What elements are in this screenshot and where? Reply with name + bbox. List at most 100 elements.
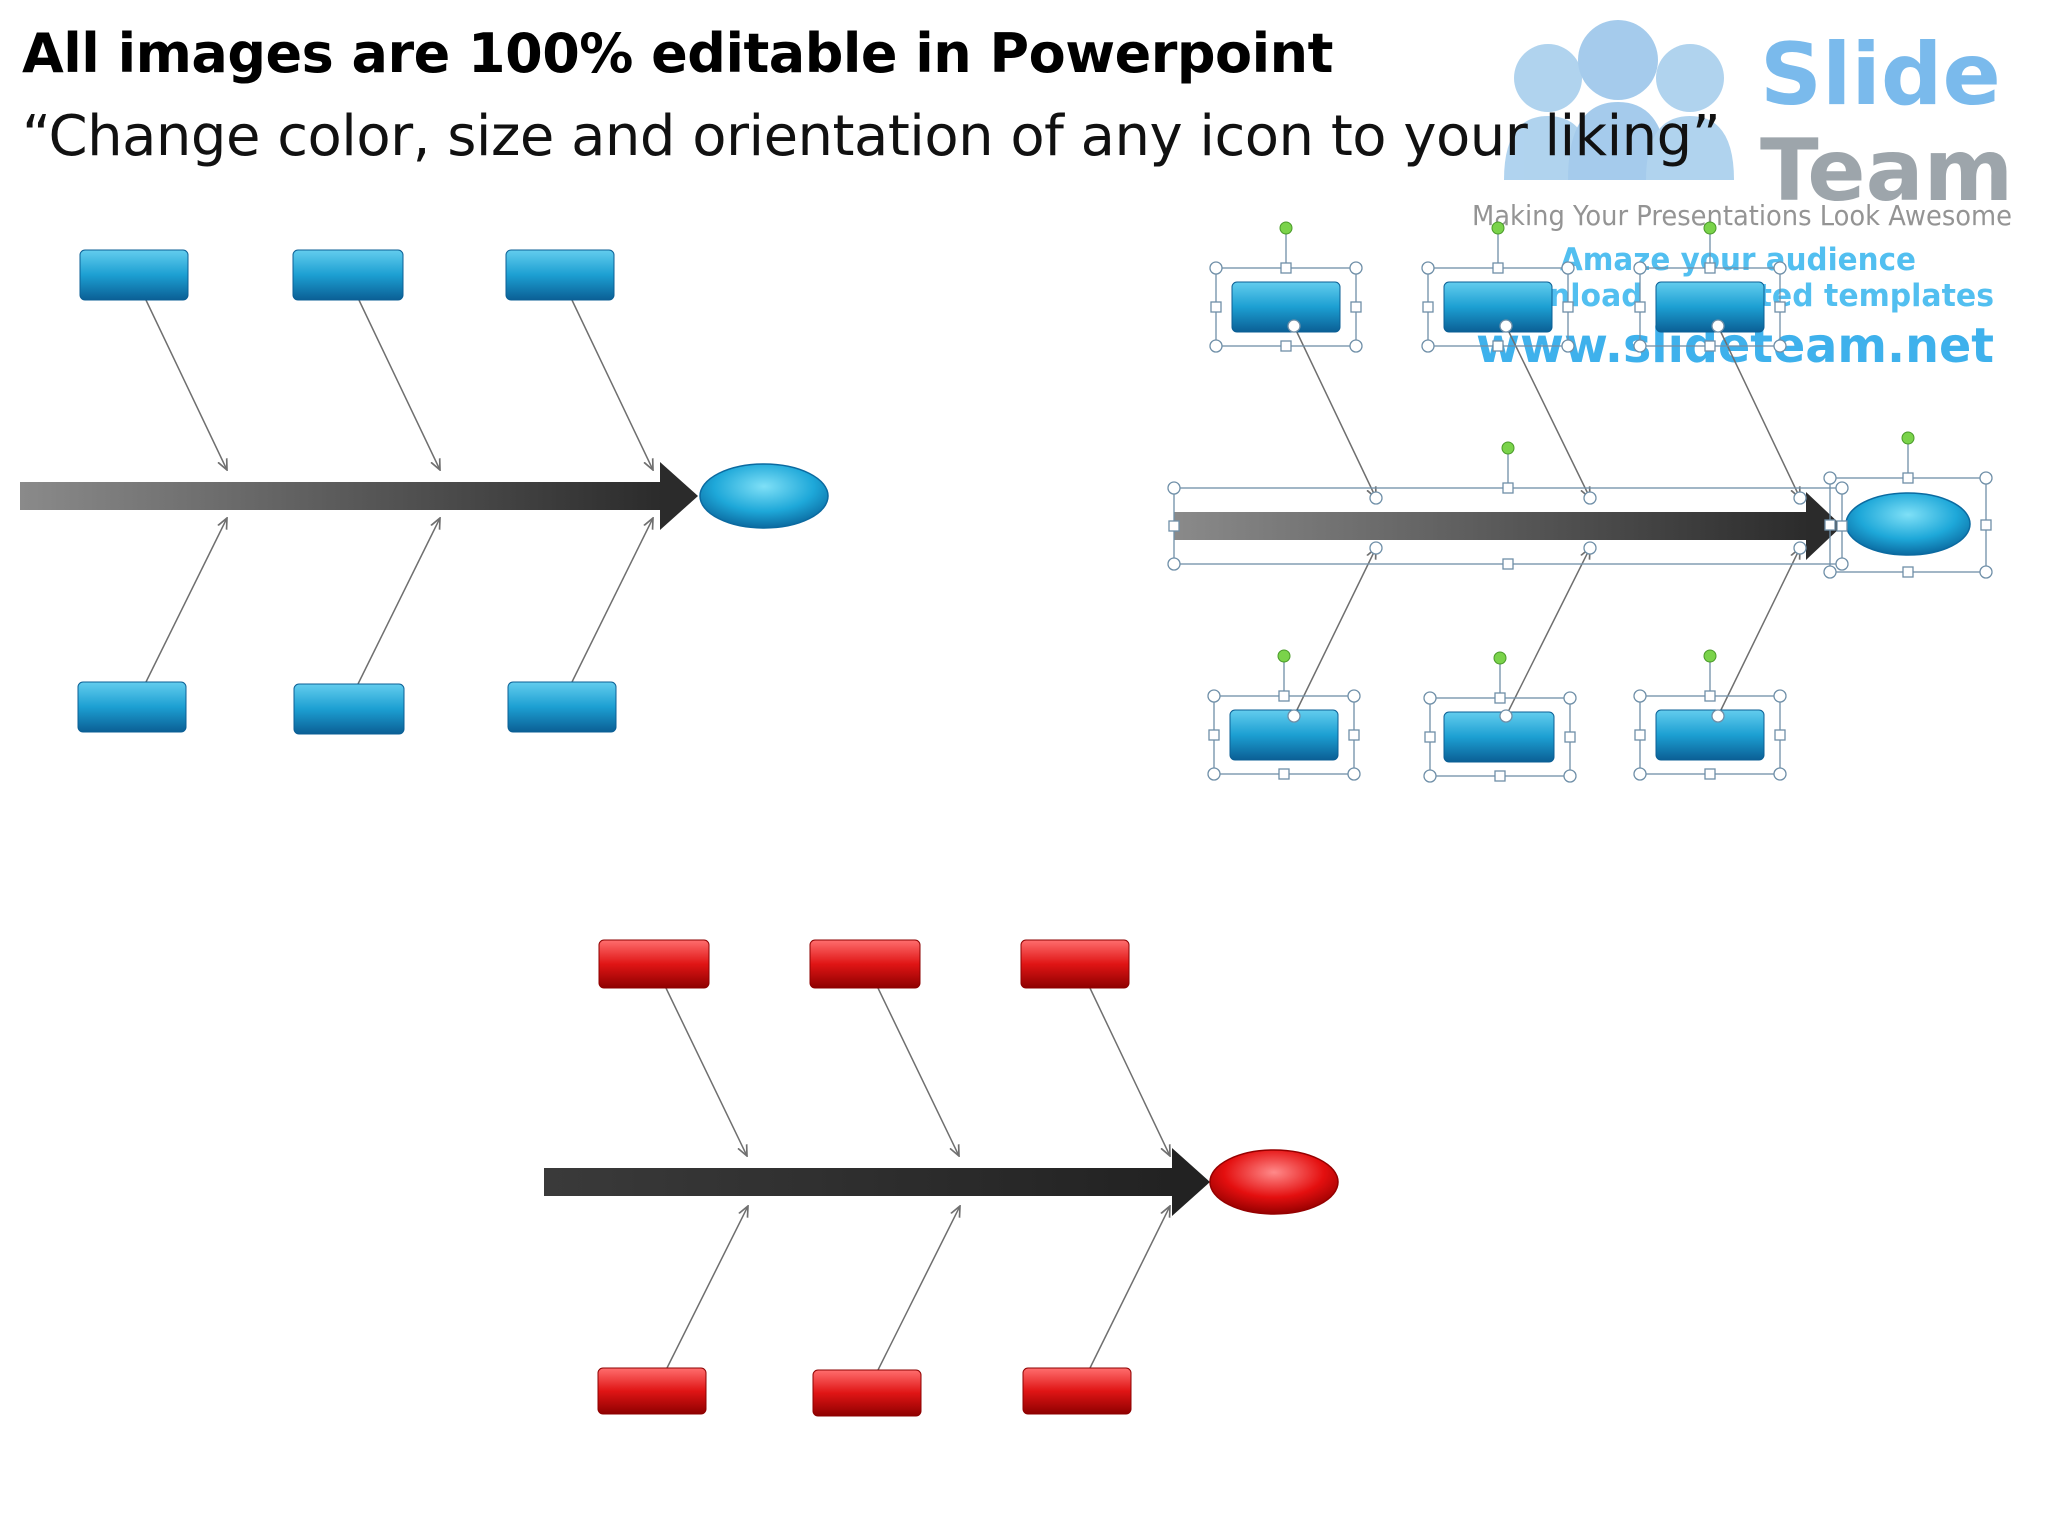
side-resize-handle[interactable] (1424, 731, 1436, 743)
corner-resize-handle[interactable] (1561, 261, 1575, 275)
cause-box-bottom-2[interactable] (1443, 711, 1555, 763)
rotate-handle-icon[interactable] (1277, 649, 1291, 663)
spine-arrow-selected[interactable] (1174, 492, 1842, 560)
side-resize-handle[interactable] (1494, 770, 1506, 782)
connector-point-handle[interactable] (1583, 491, 1597, 505)
side-resize-handle[interactable] (1902, 566, 1914, 578)
corner-resize-handle[interactable] (1633, 767, 1647, 781)
spine-arrow-red[interactable] (544, 1148, 1210, 1216)
side-resize-handle[interactable] (1492, 262, 1504, 274)
cause-box-top-3[interactable] (1655, 281, 1765, 333)
spine-arrow[interactable] (20, 462, 698, 530)
connector-point-handle[interactable] (1583, 541, 1597, 555)
cause-box-bottom-3[interactable] (507, 681, 617, 733)
side-resize-handle[interactable] (1634, 729, 1646, 741)
side-resize-handle[interactable] (1902, 472, 1914, 484)
side-resize-handle[interactable] (1774, 301, 1786, 313)
corner-resize-handle[interactable] (1347, 767, 1361, 781)
connector-point-handle[interactable] (1499, 319, 1513, 333)
side-resize-handle[interactable] (1494, 692, 1506, 704)
cause-box-top-3[interactable] (1020, 939, 1130, 989)
connector-point-handle[interactable] (1287, 319, 1301, 333)
connector-point-handle[interactable] (1499, 709, 1513, 723)
cause-box-top-1[interactable] (79, 249, 189, 301)
connector-point-handle[interactable] (1369, 491, 1383, 505)
side-resize-handle[interactable] (1278, 690, 1290, 702)
side-resize-handle[interactable] (1980, 519, 1992, 531)
corner-resize-handle[interactable] (1347, 689, 1361, 703)
side-resize-handle[interactable] (1350, 301, 1362, 313)
side-resize-handle[interactable] (1492, 340, 1504, 352)
corner-resize-handle[interactable] (1633, 339, 1647, 353)
connector-point-handle[interactable] (1287, 709, 1301, 723)
connector-point-handle[interactable] (1793, 541, 1807, 555)
cause-box-top-1[interactable] (1231, 281, 1341, 333)
corner-resize-handle[interactable] (1349, 339, 1363, 353)
rotate-handle-icon[interactable] (1493, 651, 1507, 665)
side-resize-handle[interactable] (1502, 482, 1514, 494)
side-resize-handle[interactable] (1280, 262, 1292, 274)
head-oval-selected[interactable] (1845, 492, 1971, 556)
side-resize-handle[interactable] (1278, 768, 1290, 780)
cause-box-bottom-1[interactable] (1229, 709, 1339, 761)
fishbone-blue[interactable] (20, 249, 829, 735)
corner-resize-handle[interactable] (1421, 261, 1435, 275)
corner-resize-handle[interactable] (1823, 565, 1837, 579)
corner-resize-handle[interactable] (1207, 689, 1221, 703)
side-resize-handle[interactable] (1774, 729, 1786, 741)
rotate-handle-icon[interactable] (1501, 441, 1515, 455)
side-resize-handle[interactable] (1502, 558, 1514, 570)
cause-box-top-2[interactable] (809, 939, 921, 989)
side-resize-handle[interactable] (1634, 301, 1646, 313)
cause-box-bottom-2[interactable] (812, 1369, 922, 1417)
cause-box-top-3[interactable] (505, 249, 615, 301)
side-resize-handle[interactable] (1562, 301, 1574, 313)
cause-box-bottom-1[interactable] (77, 681, 187, 733)
corner-resize-handle[interactable] (1423, 769, 1437, 783)
fishbone-red[interactable] (544, 939, 1339, 1417)
corner-resize-handle[interactable] (1823, 471, 1837, 485)
side-resize-handle[interactable] (1280, 340, 1292, 352)
corner-resize-handle[interactable] (1563, 769, 1577, 783)
side-resize-handle[interactable] (1704, 768, 1716, 780)
side-resize-handle[interactable] (1168, 520, 1180, 532)
connector-point-handle[interactable] (1369, 541, 1383, 555)
rotate-handle-icon[interactable] (1491, 221, 1505, 235)
corner-resize-handle[interactable] (1979, 565, 1993, 579)
corner-resize-handle[interactable] (1423, 691, 1437, 705)
cause-box-top-1[interactable] (598, 939, 710, 989)
cause-box-bottom-3[interactable] (1022, 1367, 1132, 1415)
side-resize-handle[interactable] (1704, 262, 1716, 274)
side-resize-handle[interactable] (1208, 729, 1220, 741)
cause-box-top-2[interactable] (292, 249, 404, 301)
corner-resize-handle[interactable] (1773, 689, 1787, 703)
rotate-handle-icon[interactable] (1279, 221, 1293, 235)
corner-resize-handle[interactable] (1209, 339, 1223, 353)
corner-resize-handle[interactable] (1979, 471, 1993, 485)
corner-resize-handle[interactable] (1561, 339, 1575, 353)
side-resize-handle[interactable] (1704, 690, 1716, 702)
corner-resize-handle[interactable] (1773, 767, 1787, 781)
side-resize-handle[interactable] (1210, 301, 1222, 313)
selection-handles[interactable] (1167, 221, 1993, 783)
connector-point-handle[interactable] (1793, 491, 1807, 505)
corner-resize-handle[interactable] (1167, 557, 1181, 571)
corner-resize-handle[interactable] (1563, 691, 1577, 705)
side-resize-handle[interactable] (1348, 729, 1360, 741)
cause-box-bottom-2[interactable] (293, 683, 405, 735)
rotate-handle-icon[interactable] (1901, 431, 1915, 445)
rotate-handle-icon[interactable] (1703, 221, 1717, 235)
corner-resize-handle[interactable] (1633, 261, 1647, 275)
head-oval[interactable] (699, 463, 829, 529)
head-oval-red[interactable] (1209, 1149, 1339, 1215)
corner-resize-handle[interactable] (1167, 481, 1181, 495)
corner-resize-handle[interactable] (1835, 557, 1849, 571)
side-resize-handle[interactable] (1564, 731, 1576, 743)
corner-resize-handle[interactable] (1773, 339, 1787, 353)
connector-point-handle[interactable] (1711, 319, 1725, 333)
side-resize-handle[interactable] (1824, 519, 1836, 531)
corner-resize-handle[interactable] (1421, 339, 1435, 353)
connector-point-handle[interactable] (1711, 709, 1725, 723)
rotate-handle-icon[interactable] (1703, 649, 1717, 663)
corner-resize-handle[interactable] (1209, 261, 1223, 275)
